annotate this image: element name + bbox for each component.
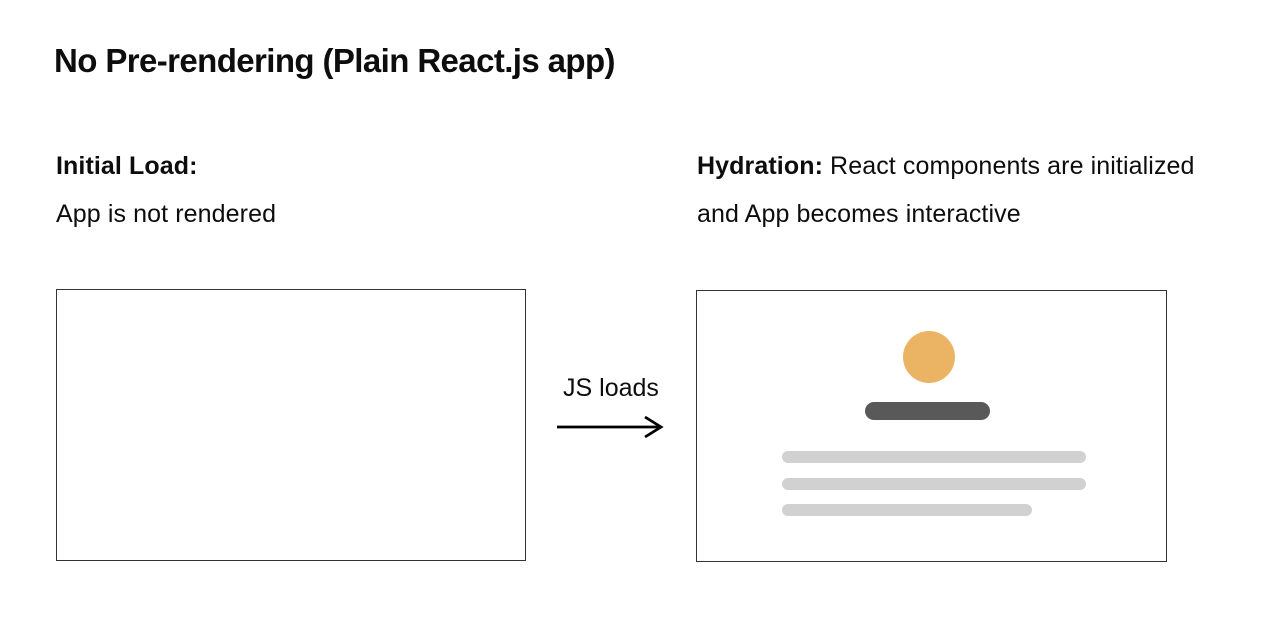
initial-load-box — [56, 289, 526, 561]
hydration-description: React components are initialized and App… — [697, 152, 1195, 228]
hydration-heading: Hydration: — [697, 152, 823, 180]
hydration-text: Hydration: React components are initiali… — [697, 142, 1202, 238]
initial-load-label: Initial Load: App is not rendered — [56, 142, 536, 238]
hydration-label: Hydration: React components are initiali… — [697, 142, 1202, 238]
page-title: No Pre-rendering (Plain React.js app) — [54, 42, 616, 79]
text-placeholder-bar — [782, 504, 1032, 516]
arrow-right-icon — [557, 415, 664, 439]
js-loads-transition: JS loads — [548, 372, 674, 440]
text-placeholder-bar — [782, 451, 1086, 463]
initial-load-heading: Initial Load: — [56, 152, 198, 180]
hydrated-app-box — [696, 290, 1167, 562]
avatar-placeholder — [903, 331, 955, 383]
initial-load-description: App is not rendered — [56, 200, 277, 228]
text-placeholder-bar — [782, 478, 1086, 490]
heading-placeholder-bar — [865, 402, 990, 420]
js-loads-label: JS loads — [563, 374, 659, 402]
